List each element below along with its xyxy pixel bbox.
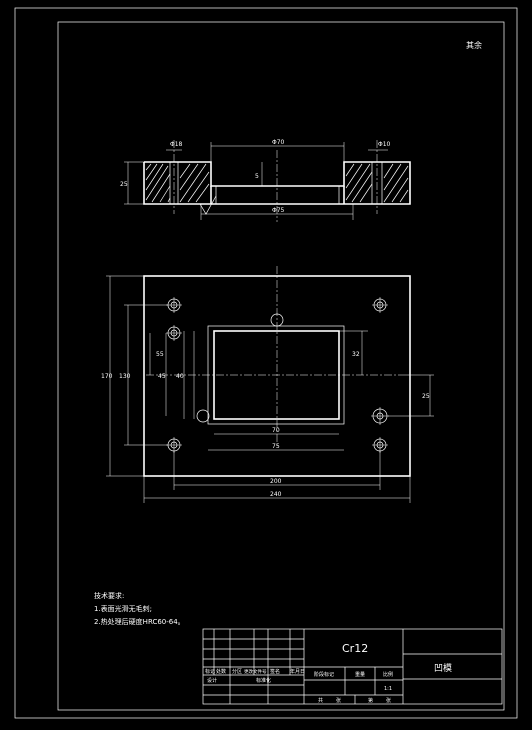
dim-left-v4: 40 [176, 373, 184, 380]
dim-right-v2: 25 [422, 393, 430, 400]
sheet-total-label2: 张 [336, 697, 341, 704]
sheet-inner-border [57, 21, 505, 711]
material: Cr12 [342, 642, 368, 655]
tech-item-2: 2.热处理后硬度HRC60-64。 [94, 617, 185, 626]
dim-inner-width: 70 [272, 427, 280, 434]
dim-left-v1: 130 [119, 373, 131, 380]
dim-step: 5 [255, 173, 259, 180]
label-count: 处数 [216, 668, 226, 675]
dim-hole-spacing: 200 [270, 478, 282, 485]
mounting-holes [166, 297, 389, 453]
tech-requirements: 技术要求: 1.表面光滑无毛刺; 2.热处理后硬度HRC60-64。 [94, 591, 185, 626]
label-designer: 设计 [207, 677, 217, 684]
section-view: Φ70 Φ75 25 5 Φ18 Φ10 [120, 139, 411, 222]
dim-left-small: Φ18 [170, 141, 183, 148]
tech-item-1: 1.表面光滑无毛刺; [94, 604, 152, 613]
dim-left-v2: 55 [156, 351, 164, 358]
sheet-total-label: 共 [318, 697, 323, 704]
label-stage: 阶段标记 [314, 671, 334, 678]
label-zone: 分区 [232, 668, 242, 675]
hatch-right [345, 163, 409, 203]
title-block: 标记 处数 分区 更改文件号 签名 年月日 设计 标准化 Cr12 阶段标记 重… [202, 628, 503, 705]
dim-overall-height: 170 [101, 373, 113, 380]
dim-bottom-width: Φ75 [272, 207, 285, 214]
scale-value: 1:1 [384, 686, 392, 692]
label-standard: 标准化 [256, 677, 271, 684]
dim-right-small: Φ10 [378, 141, 391, 148]
hatch-left [145, 163, 210, 203]
dim-overall-width: 240 [270, 491, 282, 498]
label-sign: 签名 [270, 668, 280, 675]
label-change: 更改文件号 [244, 668, 267, 675]
dim-left-v3: 45 [158, 373, 166, 380]
plan-view: 70 75 200 240 170 130 55 45 40 32 25 [101, 266, 434, 503]
corner-mark: 其余 [466, 40, 482, 50]
sheet-outer-border [14, 7, 518, 719]
label-mark: 标记 [205, 668, 215, 675]
label-weight: 重量 [355, 671, 365, 678]
dim-height: 25 [120, 181, 128, 188]
tech-title: 技术要求: [94, 591, 124, 600]
dim-inner-width2: 75 [272, 443, 280, 450]
label-scale: 比例 [383, 671, 393, 678]
dim-top-width: Φ70 [272, 139, 285, 146]
part-name: 凹模 [434, 663, 452, 674]
sheet-no-label: 第 [368, 697, 373, 704]
sheet-no-label2: 张 [386, 697, 391, 704]
label-date: 年月日 [290, 668, 305, 675]
dim-right-v1: 32 [352, 351, 360, 358]
